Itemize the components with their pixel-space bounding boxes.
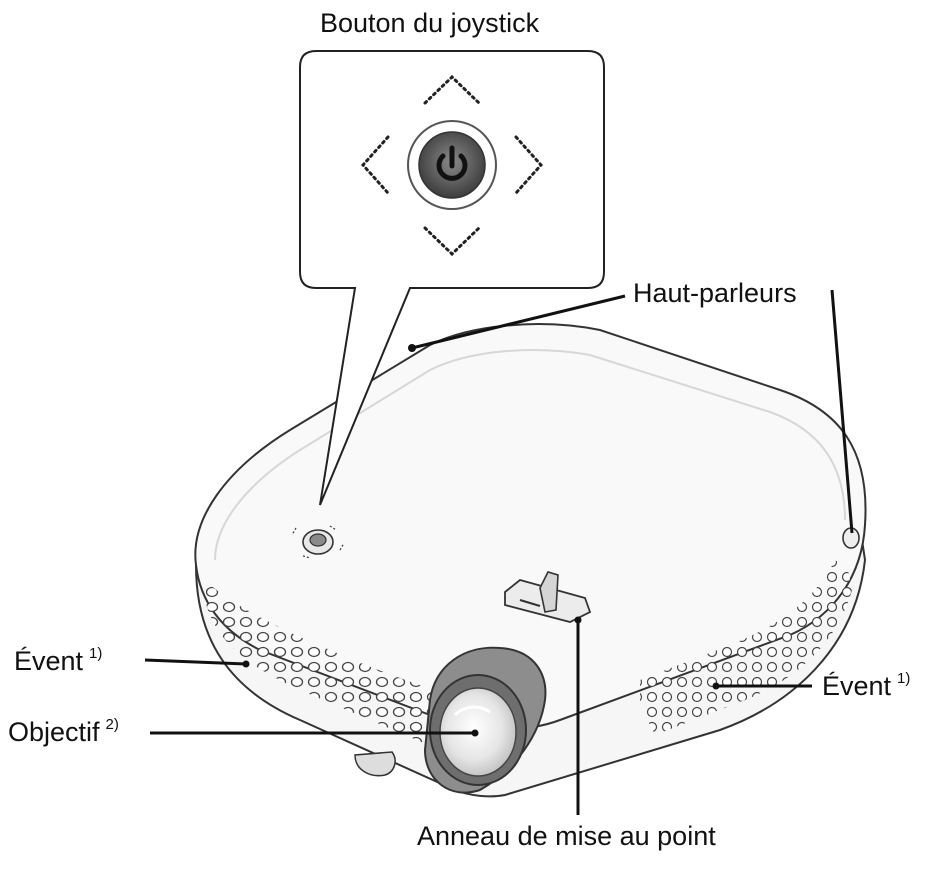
leader-vent-left xyxy=(144,658,247,666)
vent-left-text: Évent xyxy=(14,646,84,676)
leader-speakers-left xyxy=(411,294,626,350)
focus-ring-slider xyxy=(504,571,592,623)
power-icon xyxy=(436,145,468,181)
arrow-right-icon xyxy=(514,135,544,195)
vent-left-grille xyxy=(205,580,470,750)
vent-right-grille xyxy=(640,560,848,705)
focus-ring-label: Anneau de mise au point xyxy=(417,821,716,851)
vent-left-footnote: 1) xyxy=(89,645,103,662)
joystick-title-label: Bouton du joystick xyxy=(320,8,540,38)
lens-text: Objectif xyxy=(8,717,100,747)
lens-footnote: 2) xyxy=(105,716,119,733)
vent-right-footnote: 1) xyxy=(897,670,911,687)
leader-speakers-right xyxy=(830,289,854,534)
vent-left-label: Évent 1) xyxy=(14,645,103,676)
vent-right-text: Évent xyxy=(822,671,892,701)
arrow-up-icon xyxy=(423,74,481,105)
joystick-on-body xyxy=(291,525,345,559)
speakers-label: Haut-parleurs xyxy=(633,278,797,308)
arrow-down-icon xyxy=(423,226,481,257)
lens-label: Objectif 2) xyxy=(8,716,119,747)
joystick-callout-balloon xyxy=(299,50,605,506)
vent-right-label: Évent 1) xyxy=(822,670,911,701)
arrow-left-icon xyxy=(360,135,390,195)
